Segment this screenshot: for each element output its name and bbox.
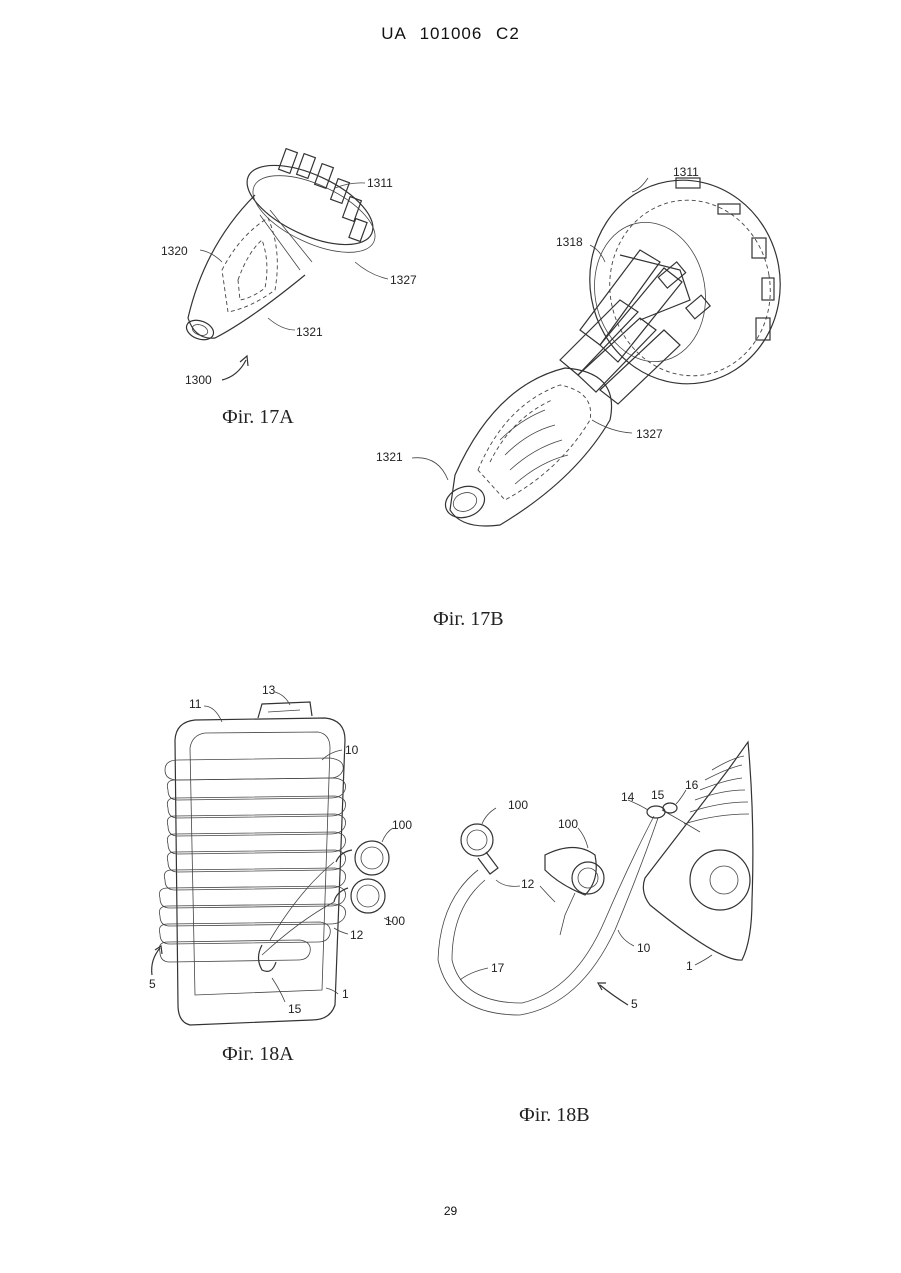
figure-17b-drawing: 1311 1318 1327 1321 — [376, 165, 796, 526]
label-1327-17b: 1327 — [636, 427, 663, 441]
label-1300: 1300 — [185, 373, 212, 387]
label-13: 13 — [262, 683, 276, 697]
label-1311-17b: 1311 — [673, 165, 699, 179]
label-1-18a: 1 — [342, 987, 349, 1001]
caption-fig-18b: Фіг. 18B — [519, 1104, 590, 1127]
label-5-18b: 5 — [631, 997, 638, 1011]
label-100-18b-left: 100 — [508, 798, 528, 812]
label-100-18b-right: 100 — [558, 817, 578, 831]
figure-18a-drawing: 11 13 10 100 100 12 5 15 1 — [149, 683, 412, 1025]
page-number: 29 — [0, 1204, 901, 1218]
label-100-18a-bottom: 100 — [385, 914, 405, 928]
label-1321-17a: 1321 — [296, 325, 323, 339]
label-1321-17b: 1321 — [376, 450, 403, 464]
label-12-18a: 12 — [350, 928, 364, 942]
label-1-18b: 1 — [686, 959, 693, 973]
label-12-18b: 12 — [521, 877, 535, 891]
caption-fig-17a: Фіг. 17A — [222, 406, 294, 429]
label-1320: 1320 — [161, 244, 188, 258]
label-10-18a: 10 — [345, 743, 359, 757]
label-11: 11 — [189, 697, 202, 711]
label-16: 16 — [685, 778, 699, 792]
label-1318: 1318 — [556, 235, 583, 249]
figure-18b-drawing: 100 100 14 15 16 12 10 17 5 1 — [438, 742, 753, 1015]
label-5-18a: 5 — [149, 977, 156, 991]
figure-17a-drawing: 1311 1320 1327 1321 1300 — [161, 149, 417, 387]
label-100-18a-top: 100 — [392, 818, 412, 832]
caption-fig-17b: Фіг. 17B — [433, 608, 504, 631]
label-1327-17a: 1327 — [390, 273, 417, 287]
label-15-18b: 15 — [651, 788, 665, 802]
label-17: 17 — [491, 961, 505, 975]
label-14: 14 — [621, 790, 635, 804]
label-10-18b: 10 — [637, 941, 651, 955]
label-15-18a: 15 — [288, 1002, 302, 1016]
caption-fig-18a: Фіг. 18A — [222, 1043, 294, 1066]
label-1311-17a: 1311 — [367, 176, 393, 190]
